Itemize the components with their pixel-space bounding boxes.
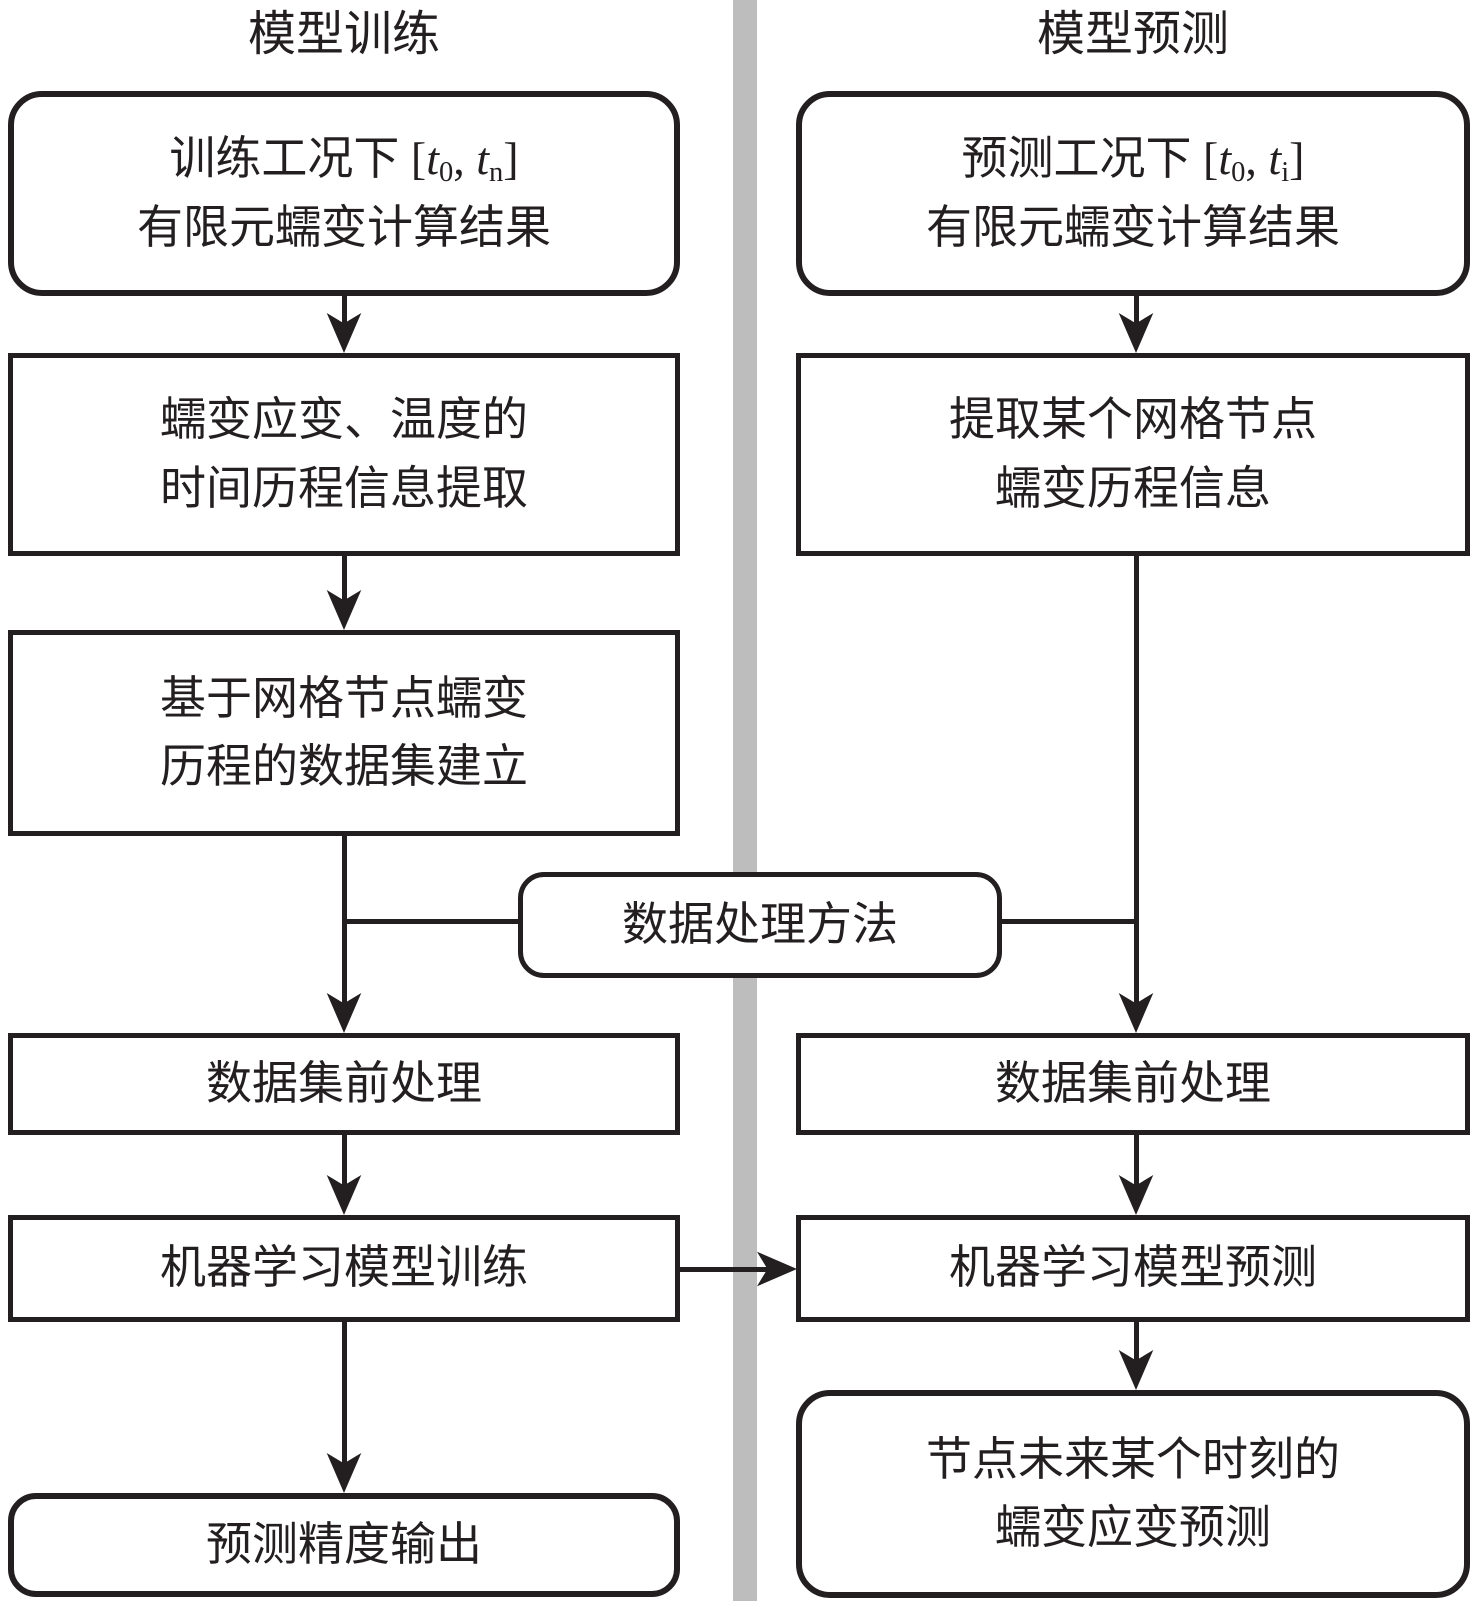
- node-text-line: 数据处理方法: [622, 898, 898, 950]
- connector-right-1: [1134, 296, 1139, 324]
- node-text-line: 数据集前处理: [995, 1057, 1271, 1109]
- math-variable: t: [1268, 132, 1282, 184]
- connector-right-3: [1134, 1135, 1139, 1186]
- text-segment: 预测工况下 [: [961, 132, 1219, 184]
- math-subscript: 0: [438, 156, 454, 188]
- math-subscript: n: [489, 156, 504, 188]
- node-prediction-accuracy-output: 预测精度输出: [8, 1493, 680, 1597]
- branch-left-to-data-processing: [342, 919, 518, 924]
- column-divider: [733, 0, 757, 1601]
- node-text-line: 有限元蠕变计算结果: [137, 202, 551, 254]
- connector-left-2: [342, 556, 347, 601]
- text-segment: ,: [1245, 132, 1269, 184]
- node-prediction-fem-creep-results: 预测工况下 [t0, ti] 有限元蠕变计算结果: [796, 91, 1470, 296]
- node-text-line: 有限元蠕变计算结果: [926, 202, 1340, 254]
- node-text-line: 节点未来某个时刻的: [926, 1433, 1340, 1485]
- node-extract-node-creep-history: 提取某个网格节点 蠕变历程信息: [796, 353, 1470, 556]
- node-ml-model-prediction: 机器学习模型预测: [796, 1215, 1470, 1322]
- node-data-processing-method: 数据处理方法: [518, 872, 1002, 978]
- math-subscript: 0: [1231, 156, 1246, 188]
- connector-left-4: [342, 1135, 347, 1186]
- node-text-line: 蠕变应变预测: [995, 1502, 1271, 1553]
- node-dataset-preprocessing-left: 数据集前处理: [8, 1033, 680, 1135]
- node-dataset-preprocessing-right: 数据集前处理: [796, 1033, 1470, 1135]
- node-text-line: 蠕变历程信息: [995, 462, 1271, 514]
- node-text-line: 预测工况下 [t0, ti]: [962, 125, 1305, 194]
- math-variable: t: [1218, 132, 1232, 184]
- math-subscript: i: [1281, 156, 1290, 188]
- text-segment: 训练工况下 [: [169, 132, 427, 184]
- node-text-line: 时间历程信息提取: [160, 462, 528, 514]
- node-text-line: 机器学习模型训练: [160, 1242, 528, 1294]
- connector-train-to-predict: [680, 1267, 768, 1272]
- node-ml-model-training: 机器学习模型训练: [8, 1215, 680, 1322]
- text-segment: ]: [503, 132, 519, 184]
- text-segment: ,: [453, 132, 477, 184]
- connector-left-1: [342, 296, 347, 324]
- node-text-line: 基于网格节点蠕变: [160, 672, 528, 724]
- node-text-line: 提取某个网格节点: [949, 394, 1317, 446]
- node-text-line: 数据集前处理: [206, 1057, 482, 1109]
- node-dataset-building: 基于网格节点蠕变 历程的数据集建立: [8, 630, 680, 836]
- node-text-line: 训练工况下 [t0, tn]: [169, 125, 518, 194]
- node-training-fem-creep-results: 训练工况下 [t0, tn] 有限元蠕变计算结果: [8, 91, 680, 296]
- branch-data-processing-to-right: [1002, 919, 1139, 924]
- node-future-creep-strain-prediction: 节点未来某个时刻的 蠕变应变预测: [796, 1390, 1470, 1598]
- text-segment: ]: [1289, 132, 1305, 184]
- node-creep-strain-temperature-extraction: 蠕变应变、温度的 时间历程信息提取: [8, 353, 680, 556]
- left-column-title: 模型训练: [247, 8, 440, 61]
- node-text-line: 历程的数据集建立: [160, 741, 528, 792]
- node-text-line: 预测精度输出: [206, 1518, 482, 1570]
- math-variable: t: [476, 132, 490, 184]
- connector-left-5: [342, 1322, 347, 1464]
- node-text-line: 蠕变应变、温度的: [160, 394, 528, 446]
- right-column-title: 模型预测: [1036, 8, 1229, 61]
- math-variable: t: [426, 132, 439, 184]
- node-text-line: 机器学习模型预测: [949, 1242, 1317, 1294]
- connector-right-2: [1134, 556, 1139, 1004]
- connector-right-4: [1134, 1322, 1139, 1361]
